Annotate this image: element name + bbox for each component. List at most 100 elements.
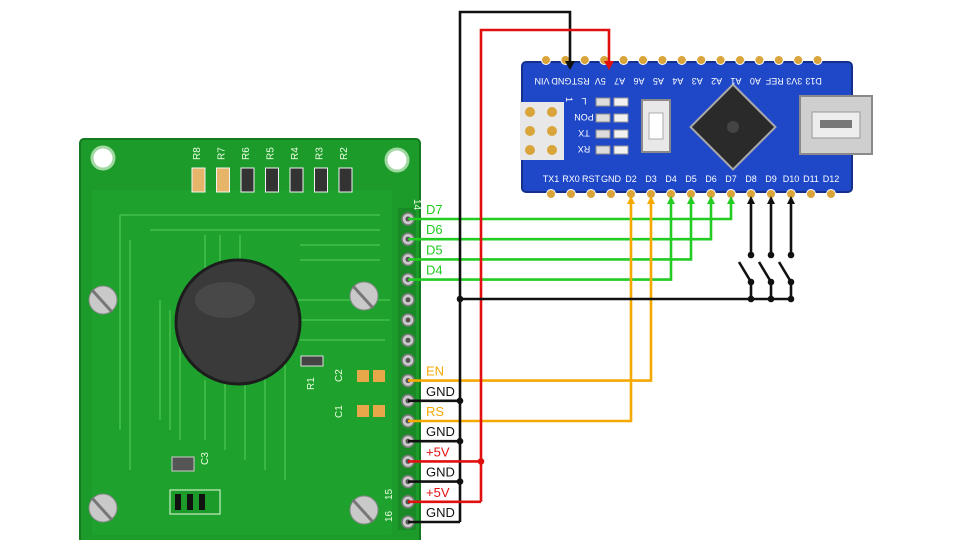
resistor-label: R4 [290,147,301,160]
lcd-pin-number-16: 16 [384,510,395,522]
nano-led [595,113,611,123]
resistor [216,167,230,193]
nano-bottom-pin-label: TX1 [543,174,560,184]
arrow-up-icon [707,196,715,204]
nano-top-pin [676,55,687,65]
junction-dot [456,478,464,485]
nano-top-pin [696,55,707,65]
nano-led-label: PON [574,112,594,122]
connection-label: EN [426,364,444,379]
ic-footprint [169,489,221,515]
nano-top-pin-label: A3 [692,76,703,86]
lcd-traces [119,214,390,480]
nano-bottom-pin-label: GND [601,174,622,184]
microcontroller-chip-icon [689,83,777,171]
nano-top-pin [618,55,629,65]
nano-top-pin [657,55,668,65]
lcd-pin-hole [405,337,411,343]
icsp-header [520,102,564,160]
label-c3: C3 [200,452,211,465]
arrow-up-icon [627,196,635,204]
arrow-up-icon [667,196,675,204]
junction-dot [767,295,775,303]
junction-dot [456,295,464,303]
connection-label: GND [426,465,455,480]
data-wire-d4 [408,203,673,281]
blob-highlight [195,282,255,318]
nano-top-pin-label: RST [571,76,590,86]
connection-label: RS [426,404,444,419]
arrow-up-icon [727,196,735,204]
nano-bottom-pin-label: D12 [823,174,840,184]
lcd-pin-hole [405,317,411,323]
connection-label: GND [426,424,455,439]
resistor [191,167,206,193]
nano-bottom-pin-label: D6 [705,174,717,184]
nano-top-pin-label: REF [765,76,784,86]
connection-label: D4 [426,263,443,278]
data-wire-d7 [408,203,733,221]
arrow-up-icon [767,196,775,204]
nano-top-pin-label: 3V3 [786,76,802,86]
nano-top-pin [793,55,804,65]
nano-top-pin-label: VIN [534,76,549,86]
nano-top-pin [579,55,590,65]
resistor-label: R7 [217,147,228,160]
data-wire-d5 [408,203,693,261]
nano-top-pin [773,55,784,65]
resistor-label: R6 [241,147,252,160]
nano-led [595,129,611,139]
nano-bottom-pin-label: D8 [745,174,757,184]
resistor-label: R3 [315,147,326,160]
nano-top-pin [638,55,648,65]
arrow-up-icon [747,196,755,204]
connection-label: GND [426,505,455,520]
arrow-up-icon [647,196,655,204]
nano-top-pin-label: D13 [805,76,822,86]
resistor-label: R8 [192,147,203,160]
nano-top-pin [715,55,726,65]
junction-dot [747,251,755,259]
nano-bottom-pin-label: RX0 [562,174,580,184]
switch-lever-icon [737,261,753,283]
nano-top-pin-label: A1 [730,76,741,86]
nano-top-pin [812,55,823,65]
connection-label: GND [426,384,455,399]
arrow-up-icon [787,196,795,204]
nano-bottom-pin-label: D4 [665,174,677,184]
connection-label: +5V [426,444,450,459]
ground-bus [458,10,572,522]
icsp-pin1-mark: 1 [564,97,574,102]
nano-bottom-pin-label: D5 [685,174,697,184]
data-wire-d6 [408,203,713,241]
resistor [240,167,255,193]
connection-label: D7 [426,202,443,217]
arrow-down-icon [604,61,614,70]
switch-lever-icon [777,261,793,283]
lcd-controller-blob [174,258,302,386]
nano-bottom-pin-label: D10 [783,174,800,184]
connection-label: +5V [426,485,450,500]
nano-bottom-pin [586,189,596,199]
push-switches [737,261,793,283]
mount-hole-top-left [90,145,116,171]
nano-led-label: RX [578,144,591,154]
switch-lever-icon [757,261,773,283]
usb-connector-icon [799,95,873,155]
cap-pad-c1a [357,405,369,417]
label-c2: C2 [334,369,345,382]
nano-top-pin-label: A0 [750,76,761,86]
resistor-label: R5 [266,147,277,160]
nano-bottom-pin-label: D7 [725,174,737,184]
lcd-pin-hole [405,297,411,303]
nano-bottom-pin [606,189,616,199]
screw-icon-right-bottom [349,495,379,525]
nano-led-resistor [613,129,629,139]
nano-top-pin-label: A7 [614,76,625,86]
junction-dot [456,437,464,445]
junction-dot [456,397,464,405]
